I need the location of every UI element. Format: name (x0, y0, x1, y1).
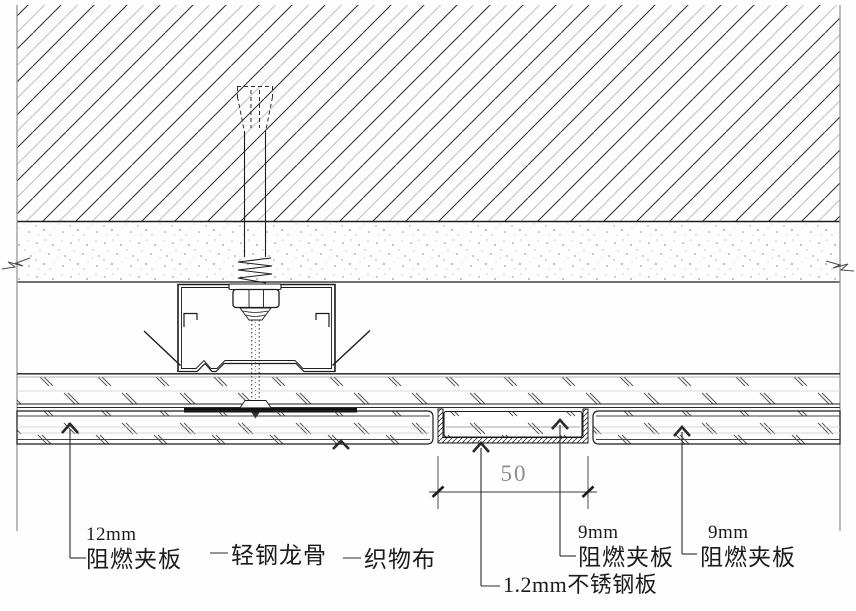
leader-plywood9-right (673, 425, 697, 555)
label-plywood9-right: 9mm 阻燃夹板 (700, 523, 796, 569)
label-plywood9-mid-name: 阻燃夹板 (578, 545, 674, 570)
screw-tip (251, 412, 260, 419)
steel-backing-bar (184, 408, 357, 413)
hex-nut (232, 288, 280, 309)
concrete-slab-hatch (17, 5, 840, 223)
leader-plywood9-mid (551, 418, 576, 557)
leader-plywood12 (61, 422, 86, 559)
dimension-groove (429, 456, 597, 509)
label-plywood12-size: 12mm (86, 524, 137, 545)
label-plywood9-mid-size: 9mm (578, 522, 619, 543)
anchor-bolt (228, 86, 282, 419)
keel-clip-left (183, 312, 198, 327)
keel-brace-left (143, 330, 181, 367)
keel-clip-right (315, 312, 330, 327)
keel-brace-right (332, 329, 371, 367)
label-plywood9-mid: 9mm 阻燃夹板 (578, 523, 674, 569)
label-plywood9-right-name: 阻燃夹板 (700, 545, 796, 570)
finish-panel-right (592, 410, 841, 445)
leader-steel (472, 441, 500, 587)
leaders (61, 418, 697, 587)
break-mark-left (1, 257, 31, 270)
label-plywood12-name: 阻燃夹板 (86, 547, 182, 572)
thread-taper (239, 307, 272, 321)
screw-washer (239, 400, 272, 409)
finish-panel-middle-strip (443, 410, 583, 438)
label-keel: 轻钢龙骨 (231, 543, 327, 568)
label-steel-plate: 1.2mm不锈钢板 (503, 572, 658, 597)
plaster-layer (17, 222, 840, 283)
leader-fabric (332, 439, 361, 559)
label-plywood12: 12mm 阻燃夹板 (86, 525, 182, 571)
hanger-rod-dotted (251, 320, 260, 401)
break-mark-right (825, 260, 855, 272)
plywood-base-layer (17, 373, 840, 408)
dimension-50-text: 50 (500, 461, 528, 486)
finish-panel-left (16, 410, 434, 445)
stainless-steel-channel (437, 408, 589, 444)
label-fabric: 织物布 (364, 547, 436, 572)
label-plywood9-right-size: 9mm (708, 522, 749, 543)
bolt-thread-coil (237, 257, 273, 284)
washer-plate (228, 283, 282, 291)
